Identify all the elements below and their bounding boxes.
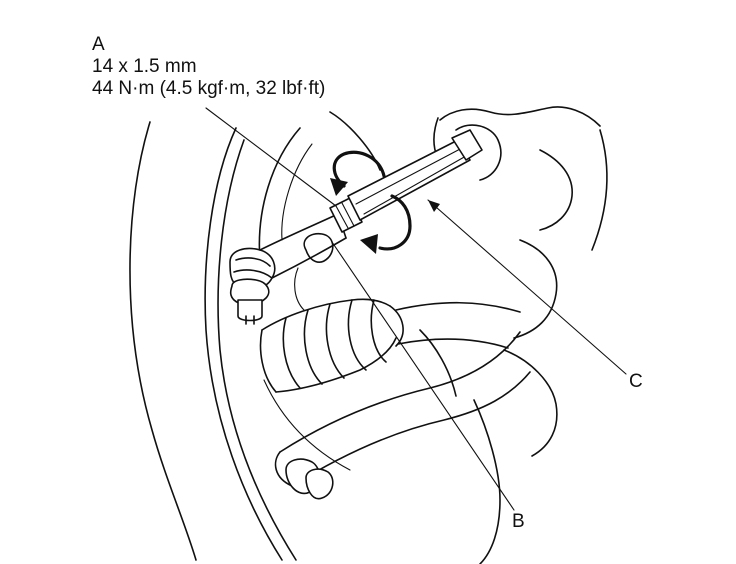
steering-knuckle [419, 106, 608, 564]
rack-boot [294, 232, 334, 311]
callout-a-label: A [92, 34, 105, 55]
tire-outline [129, 121, 297, 561]
lower-arm [274, 331, 531, 500]
leader-line-a [205, 107, 337, 207]
thread-spec-text: 14 x 1.5 mm [92, 56, 197, 77]
torque-spec-text: 44 N·m (4.5 kgf·m, 32 lbf·ft) [92, 78, 326, 99]
rotation-arrows [330, 150, 412, 254]
callout-c-label: C [629, 371, 643, 392]
leader-line-b [331, 241, 515, 511]
brake-disc [258, 111, 381, 471]
tie-rod-end [229, 247, 276, 325]
adjusting-tool [347, 129, 483, 221]
callout-b-label: B [512, 511, 525, 532]
cv-boot [259, 298, 521, 393]
leader-line-c [427, 199, 627, 375]
leader-lines [205, 107, 627, 511]
